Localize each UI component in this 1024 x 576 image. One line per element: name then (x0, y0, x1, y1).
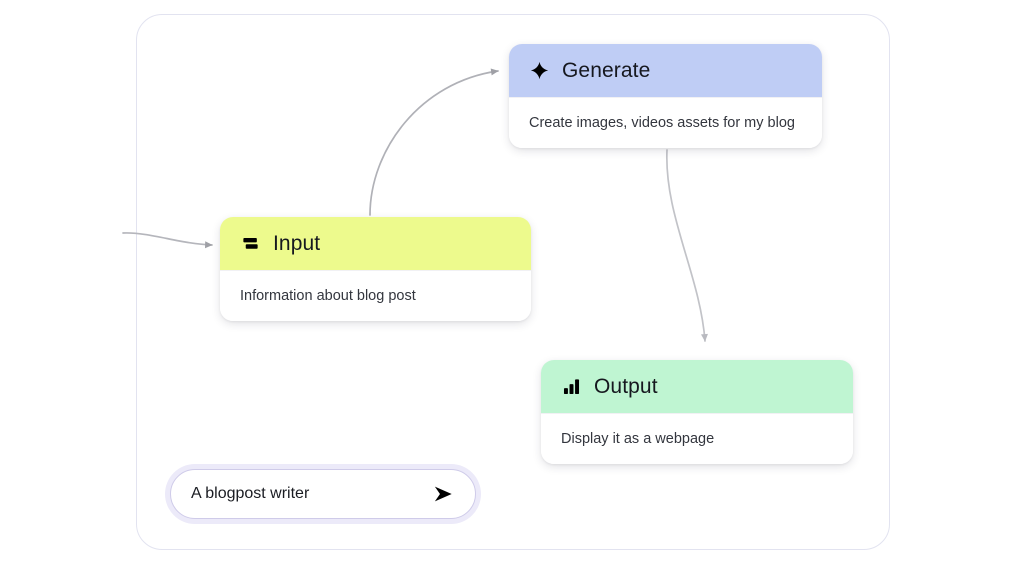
node-header-generate: Generate (509, 44, 822, 97)
prompt-bar[interactable]: A blogpost writer (165, 464, 481, 524)
node-header-output: Output (541, 360, 853, 413)
node-description-input: Information about blog post (240, 288, 416, 304)
node-title-generate: Generate (562, 58, 651, 82)
node-title-output: Output (594, 374, 658, 398)
node-body-output: Display it as a webpage (541, 413, 853, 464)
node-card-generate[interactable]: Generate Create images, videos assets fo… (509, 44, 822, 148)
node-title-input: Input (273, 231, 321, 255)
stacked-bars-icon (240, 233, 261, 254)
node-description-output: Display it as a webpage (561, 431, 715, 447)
node-header-input: Input (220, 217, 531, 270)
prompt-input[interactable]: A blogpost writer (191, 485, 310, 502)
node-body-input: Information about blog post (220, 270, 531, 321)
node-card-output[interactable]: Output Display it as a webpage (541, 360, 853, 464)
node-card-input[interactable]: Input Information about blog post (220, 217, 531, 321)
node-body-generate: Create images, videos assets for my blog (509, 97, 822, 148)
sparkle-icon (529, 60, 550, 81)
prompt-pill[interactable]: A blogpost writer (170, 469, 476, 519)
node-description-generate: Create images, videos assets for my blog (529, 115, 795, 131)
send-arrow-icon[interactable] (428, 479, 458, 509)
bar-chart-icon (561, 376, 582, 397)
